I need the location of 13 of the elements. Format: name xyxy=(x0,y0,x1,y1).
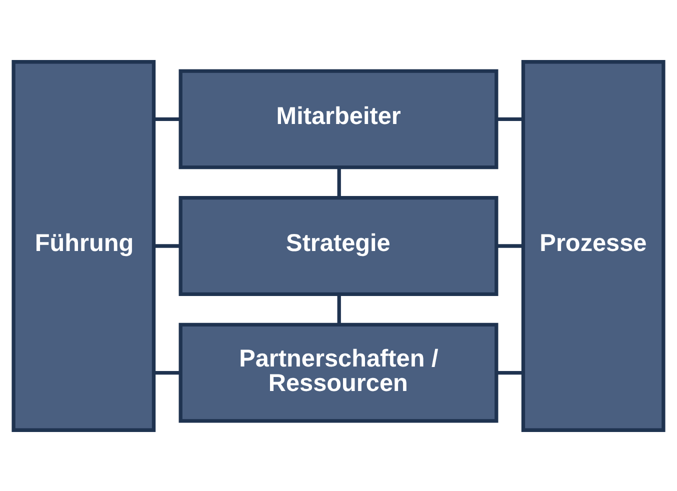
node-box: Mitarbeiter xyxy=(178,68,498,169)
connector xyxy=(337,294,341,324)
connector xyxy=(154,116,180,121)
connector xyxy=(154,244,180,248)
connector xyxy=(496,116,524,121)
connector xyxy=(337,166,341,198)
connector xyxy=(496,244,524,248)
node-box: Partnerschaften / Ressourcen xyxy=(178,322,498,422)
node-box: Führung xyxy=(12,60,156,432)
connector xyxy=(154,370,180,374)
node-box: Prozesse xyxy=(521,60,666,432)
node-box: Strategie xyxy=(178,196,498,296)
connector xyxy=(496,370,524,374)
